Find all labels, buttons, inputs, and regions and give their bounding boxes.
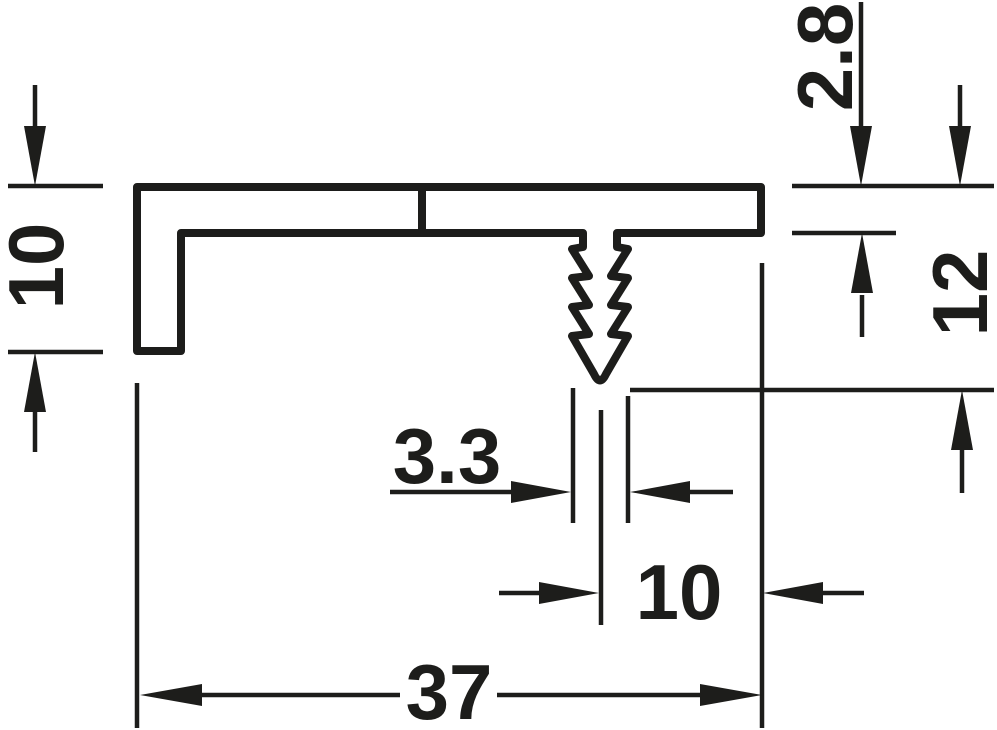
profile-part xyxy=(133,183,765,385)
arrowhead-left-icon xyxy=(140,684,202,706)
dim-label-left-leg-height: 10 xyxy=(0,223,80,310)
dim-label-overall-width: 37 xyxy=(406,648,493,730)
dim-left-leg-height: 10 xyxy=(0,85,103,452)
arrowhead-left-icon xyxy=(763,582,823,604)
arrowhead-down-icon xyxy=(850,126,872,186)
dim-label-overall-height: 12 xyxy=(916,250,997,337)
arrowhead-up-icon xyxy=(24,352,46,412)
arrowhead-right-icon xyxy=(539,582,599,604)
dim-barb-width: 3.3 xyxy=(390,388,733,523)
dim-label-barb-width: 3.3 xyxy=(393,412,501,500)
arrowhead-up-icon xyxy=(851,233,873,293)
profile-outline xyxy=(133,183,765,385)
dim-overall-height: 12 xyxy=(630,85,997,493)
arrowhead-left-icon xyxy=(630,481,690,503)
arrowhead-right-icon xyxy=(511,481,571,503)
dim-stem-to-edge: 10 xyxy=(499,548,864,636)
dim-label-stem-to-edge: 10 xyxy=(636,548,723,636)
arrowhead-down-icon xyxy=(24,126,46,186)
arrowhead-down-icon xyxy=(949,126,971,186)
arrowhead-up-icon xyxy=(951,390,973,450)
dim-overall-width: 37 xyxy=(134,263,765,730)
arrowhead-right-icon xyxy=(700,684,762,706)
dim-flange-thickness: 2.8 xyxy=(781,2,994,337)
dim-label-flange-thickness: 2.8 xyxy=(781,3,869,111)
